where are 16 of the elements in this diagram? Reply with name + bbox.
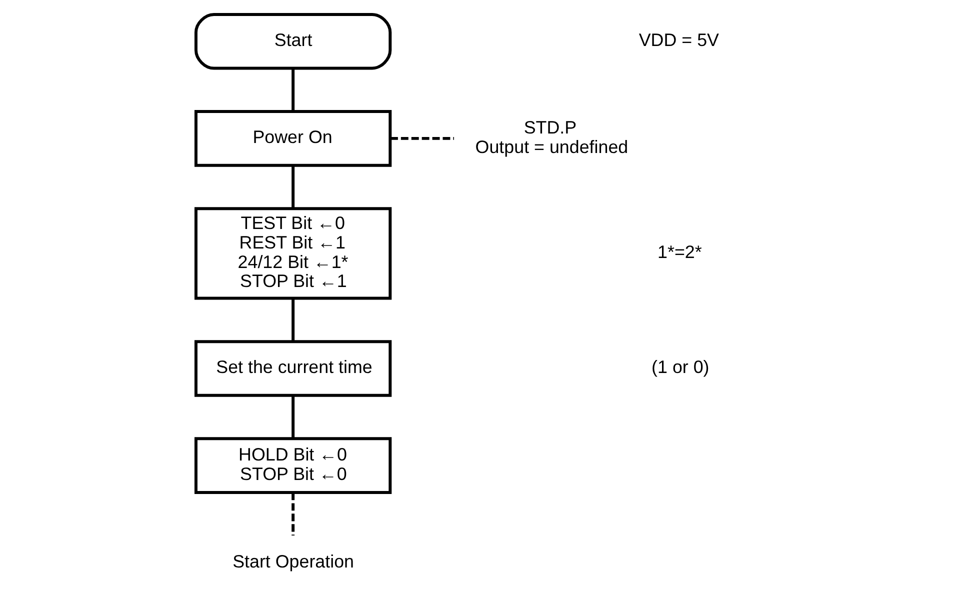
node-box: TEST Bit ←0 REST Bit ←1 24/12 Bit ←1* STOP Bit ←1 [194,207,392,300]
node-text: STD.P Output = undefined [474,117,628,157]
label: VDD = 5V [638,30,718,50]
connector [291,298,294,342]
label: 1*=2* [657,242,702,262]
connector [291,492,294,536]
connector [390,136,454,140]
node-box: Set the current time [194,340,392,397]
node-box: Power On [194,110,392,167]
label: (1 or 0) [651,357,709,378]
connector [291,165,294,209]
node-box: HOLD Bit ←0 STOP Bit ←0 [194,437,392,494]
node-box: Start [194,12,392,70]
connector [291,396,294,438]
connector [291,68,294,112]
node-text: Start Operation [232,551,354,572]
